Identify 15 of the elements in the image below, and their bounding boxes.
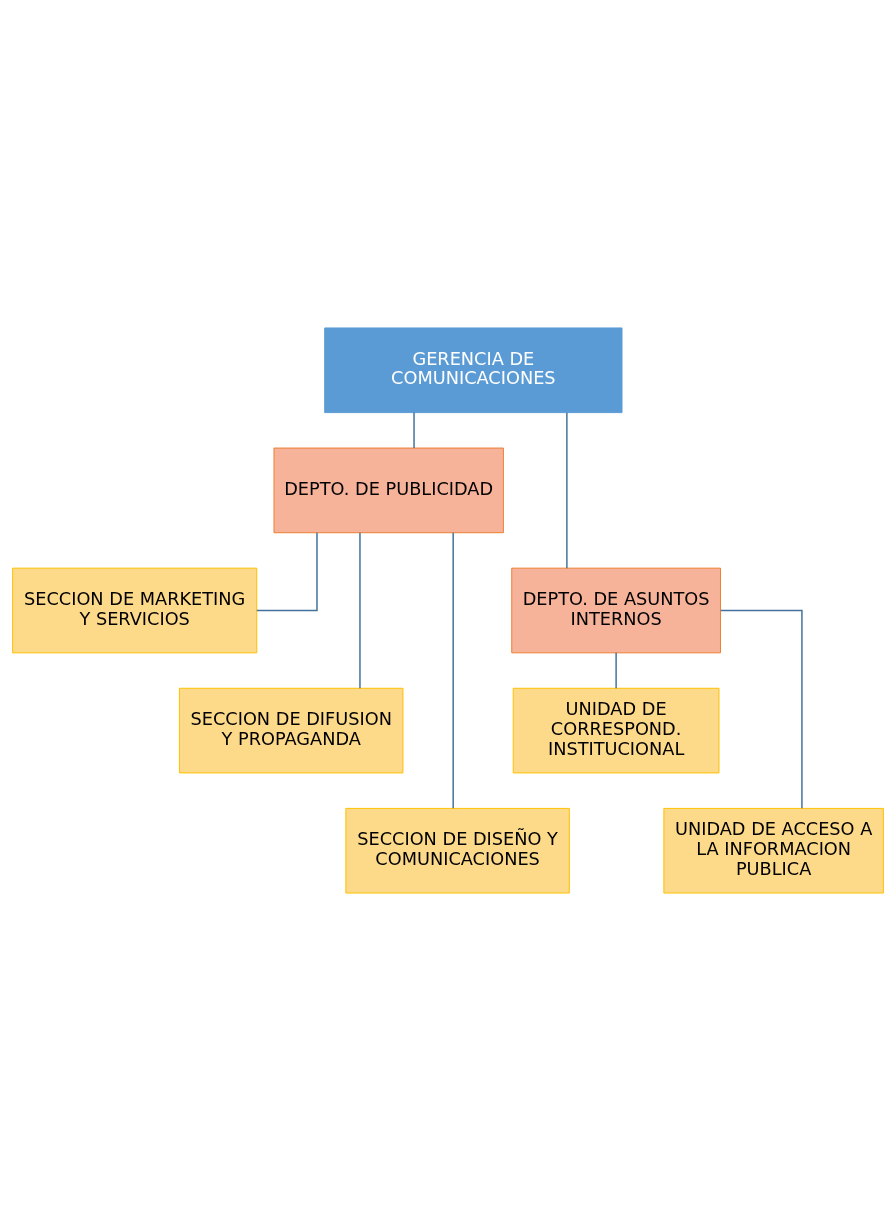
node-box: SECCION DE DIFUSION Y PROPAGANDA [179,687,404,773]
connector [452,531,454,809]
node-box: UNIDAD DE CORRESPOND. INSTITUCIONAL [512,687,720,773]
connector [359,531,361,689]
node-box: UNIDAD DE ACCESO A LA INFORMACION PUBLICA [663,807,884,894]
connector [615,651,617,689]
node-box: SECCION DE DISEÑO Y COMUNICACIONES [345,807,570,894]
connector [256,531,318,611]
node-box: SECCION DE MARKETING Y SERVICIOS [12,567,258,653]
connector [413,411,415,449]
node-box: GERENCIA DE COMUNICACIONES [324,326,623,413]
node-box: DEPTO. DE ASUNTOS INTERNOS [511,567,721,653]
node-box: DEPTO. DE PUBLICIDAD [273,447,504,533]
connector [719,609,803,809]
connector [566,411,568,569]
